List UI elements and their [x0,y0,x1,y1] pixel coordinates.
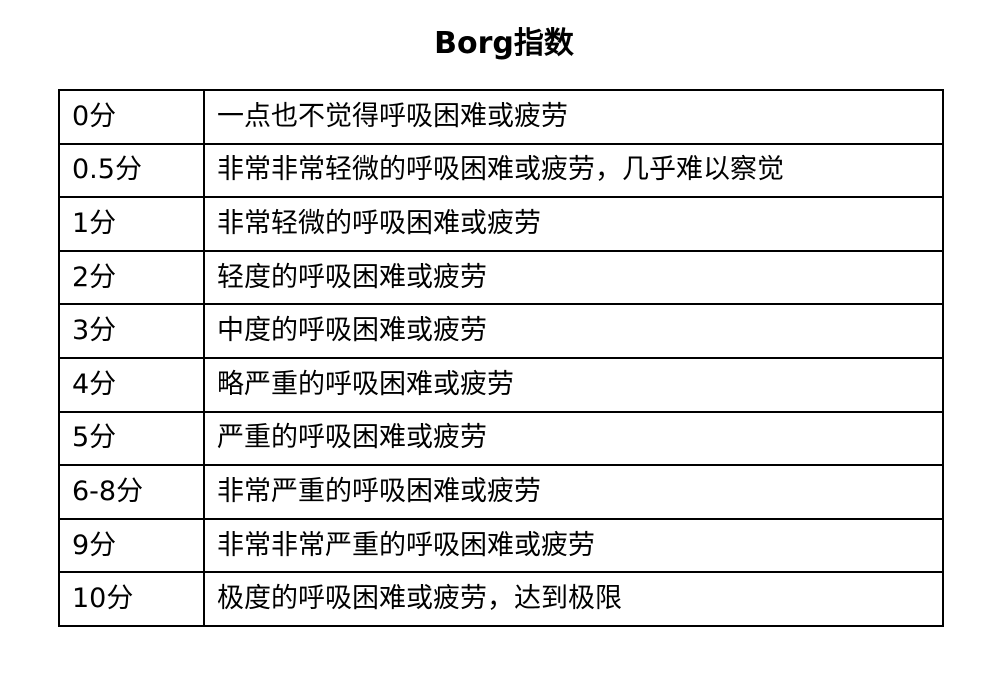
description-cell: 一点也不觉得呼吸困难或疲劳 [203,89,944,145]
score-cell: 1分 [58,196,205,252]
score-cell: 9分 [58,517,205,574]
table-row: 0.5分 非常非常轻微的呼吸困难或疲劳，几乎难以察觉 [58,142,944,199]
description-cell: 非常严重的呼吸困难或疲劳 [203,464,944,520]
description-cell: 轻度的呼吸困难或疲劳 [203,249,944,306]
score-cell: 5分 [58,410,205,467]
table-row: 2分 轻度的呼吸困难或疲劳 [58,249,944,306]
score-cell: 2分 [58,249,205,306]
score-cell: 6-8分 [58,464,205,520]
score-cell: 3分 [58,303,205,359]
table-row: 4分 略严重的呼吸困难或疲劳 [58,356,944,413]
table-row: 10分 极度的呼吸困难或疲劳，达到极限 [58,571,944,627]
table-row: 9分 非常非常严重的呼吸困难或疲劳 [58,517,944,574]
table-row: 3分 中度的呼吸困难或疲劳 [58,303,944,359]
score-cell: 10分 [58,571,205,627]
score-cell: 0分 [58,89,205,145]
description-cell: 严重的呼吸困难或疲劳 [203,410,944,467]
table-row: 6-8分 非常严重的呼吸困难或疲劳 [58,464,944,520]
description-cell: 非常非常轻微的呼吸困难或疲劳，几乎难以察觉 [203,142,944,199]
page-title: Borg指数 [434,26,574,61]
table-row: 0分 一点也不觉得呼吸困难或疲劳 [58,89,944,145]
table-row: 5分 严重的呼吸困难或疲劳 [58,410,944,467]
description-cell: 中度的呼吸困难或疲劳 [203,303,944,359]
description-cell: 非常非常严重的呼吸困难或疲劳 [203,517,944,574]
description-cell: 非常轻微的呼吸困难或疲劳 [203,196,944,252]
table-row: 1分 非常轻微的呼吸困难或疲劳 [58,196,944,252]
description-cell: 略严重的呼吸困难或疲劳 [203,356,944,413]
score-cell: 4分 [58,356,205,413]
borg-scale-table: 0分 一点也不觉得呼吸困难或疲劳 0.5分 非常非常轻微的呼吸困难或疲劳，几乎难… [58,89,944,627]
score-cell: 0.5分 [58,142,205,199]
description-cell: 极度的呼吸困难或疲劳，达到极限 [203,571,944,627]
